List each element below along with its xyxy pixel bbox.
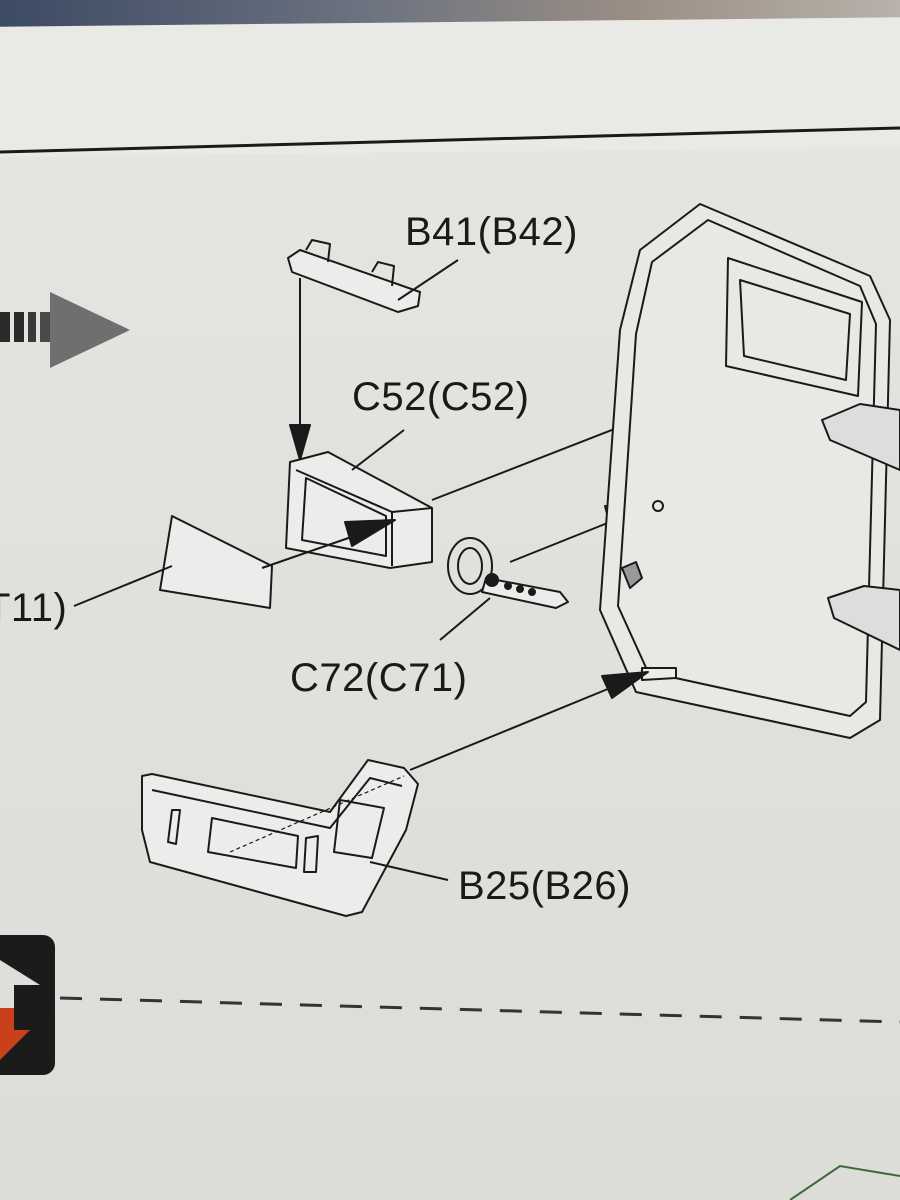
label-b41: B41(B42) <box>405 210 578 254</box>
door-frame-drawing <box>409 203 900 771</box>
header-rule <box>0 126 900 154</box>
part-t11-drawing <box>73 515 396 609</box>
label-c52: C52(C52) <box>352 375 530 419</box>
direction-arrow-icon <box>0 292 130 368</box>
label-b25: B25(B26) <box>458 864 631 908</box>
section-separator <box>59 996 900 1024</box>
label-t11: T11) <box>0 586 68 630</box>
step-icon <box>0 935 55 1075</box>
part-b41-drawing <box>287 239 459 461</box>
next-figure-corner <box>789 1164 900 1200</box>
part-b25-drawing <box>141 759 449 917</box>
label-c72: C72(C71) <box>290 656 468 700</box>
